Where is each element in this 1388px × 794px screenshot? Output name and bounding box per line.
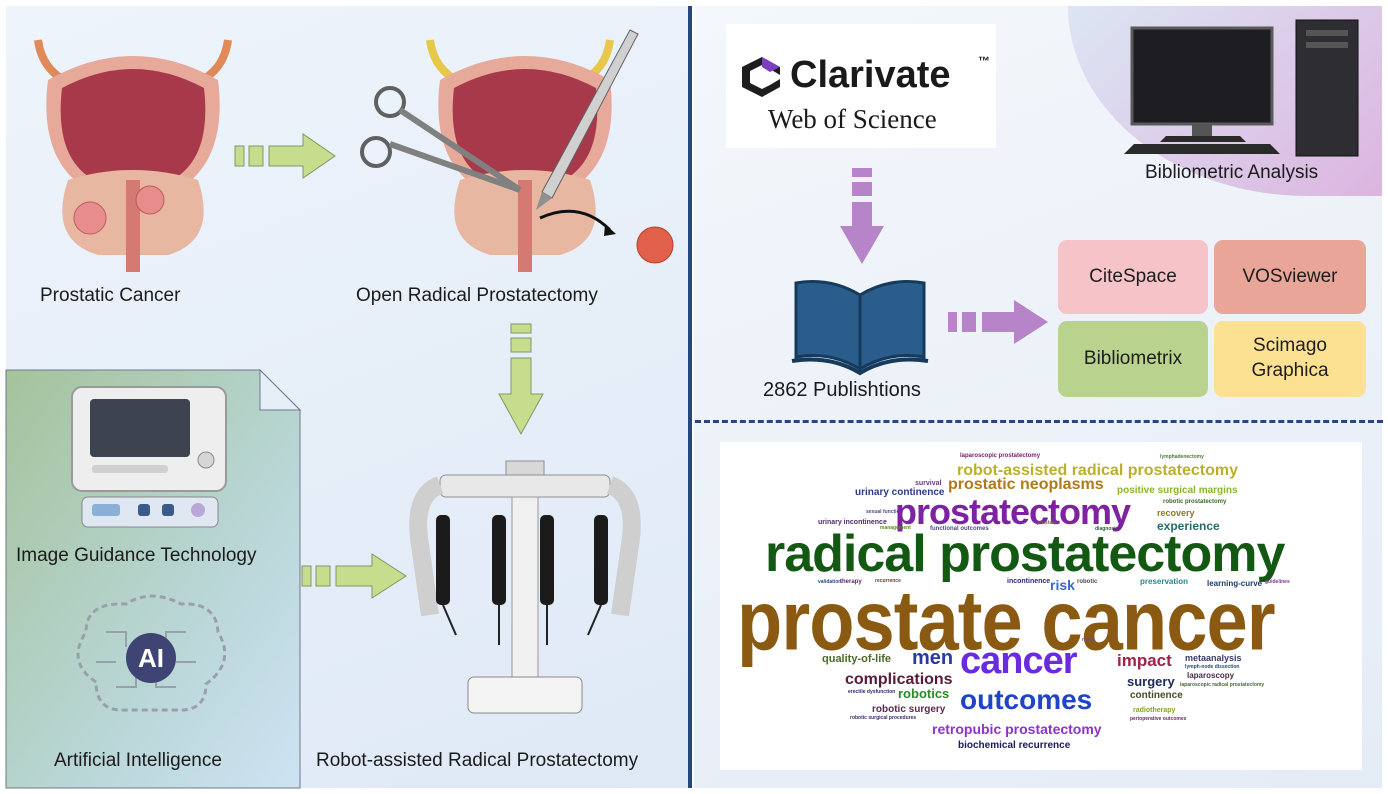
- horizontal-divider: [695, 420, 1383, 423]
- scimago-box: Scimago Graphica: [1214, 321, 1366, 397]
- clarivate-name: Clarivate: [790, 54, 951, 96]
- open-surgery-illustration: [360, 29, 674, 272]
- artificial-intelligence-label: Artificial Intelligence: [54, 750, 222, 771]
- vosviewer-box: VOSviewer: [1214, 240, 1366, 314]
- robot-surgery-label: Robot-assisted Radical Prostatectomy: [316, 750, 639, 771]
- scimago-label: Scimago Graphica: [1251, 335, 1329, 381]
- arrow-down-2: [840, 168, 884, 264]
- arrow-right-3: [948, 300, 1048, 344]
- arrow-down-1: [498, 323, 544, 436]
- clarivate-logo-icon: [742, 57, 780, 97]
- citespace-box: CiteSpace: [1058, 240, 1208, 314]
- image-guidance-device-illustration: [71, 386, 227, 528]
- word-cloud-panel: [720, 442, 1362, 770]
- web-of-science-label: Web of Science: [768, 104, 937, 134]
- arrow-right-2: [301, 553, 407, 599]
- open-surgery-label: Open Radical Prostatectomy: [356, 285, 598, 306]
- vertical-divider: [688, 6, 692, 788]
- ai-badge: AI: [126, 633, 176, 683]
- arrow-right-1: [234, 133, 336, 179]
- bladder-cancer-illustration: [34, 39, 232, 272]
- surgical-robot-illustration: [409, 460, 641, 714]
- computer-illustration: [1124, 19, 1359, 157]
- publications-count-label: 2862 Publishtions: [763, 379, 921, 401]
- bibliometrix-box: Bibliometrix: [1058, 321, 1208, 397]
- book-icon: [791, 280, 929, 376]
- clarivate-trademark: ™: [978, 54, 990, 68]
- bibliometric-analysis-label: Bibliometric Analysis: [1145, 162, 1319, 183]
- image-guidance-label: Image Guidance Technology: [16, 545, 257, 566]
- prostatic-cancer-label: Prostatic Cancer: [40, 285, 181, 306]
